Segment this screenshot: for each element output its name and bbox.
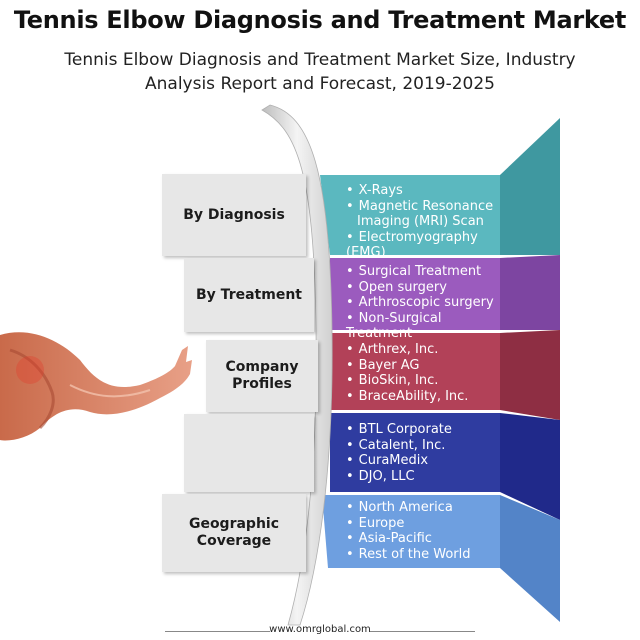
band-side-4 [500,413,560,520]
list-item: Arthrex, Inc. [346,342,496,358]
arm-illustration [0,332,192,441]
segment-label-diagnosis: By Diagnosis [162,174,306,256]
band-side-5 [500,495,560,622]
segment-label-geographic: Geographic Coverage [162,494,306,572]
segment-label-treatment: By Treatment [184,258,314,332]
list-item: Bayer AG [346,358,496,374]
list-item: Magnetic Resonance Imaging (MRI) Scan [346,199,506,230]
treatment-list: Surgical Treatment Open surgery Arthrosc… [346,264,511,342]
segment-label-blank [184,414,314,492]
list-item: CuraMedix [346,453,496,469]
company-list-2: BTL Corporate Catalent, Inc. CuraMedix D… [346,422,496,484]
band-side-3 [500,330,560,420]
list-item: Arthroscopic surgery [346,295,511,311]
diagnosis-list: X-Rays Magnetic Resonance Imaging (MRI) … [346,183,506,261]
curved-pillar [261,104,333,626]
list-item: North America [346,500,496,516]
list-item: Electromyography (EMG) [346,230,506,261]
band-side-2 [500,255,560,330]
list-item: DJO, LLC [346,469,496,485]
list-item: BraceAbility, Inc. [346,389,496,405]
list-item: Open surgery [346,280,511,296]
subtitle-line-2: Analysis Report and Forecast, 2019-2025 [145,74,495,94]
list-item: BTL Corporate [346,422,496,438]
list-item: X-Rays [346,183,506,199]
page-subtitle: Tennis Elbow Diagnosis and Treatment Mar… [40,48,600,96]
list-item: Surgical Treatment [346,264,511,280]
footer-divider-left [165,631,270,632]
list-item: Non-Surgical Treatment [346,311,511,342]
footer-divider-right [370,631,475,632]
company-list-1: Arthrex, Inc. Bayer AG BioSkin, Inc. Bra… [346,342,496,404]
list-item: Europe [346,516,496,532]
band-side-1 [500,118,560,255]
footer-url: www.omrglobal.com [269,624,371,635]
subtitle-line-1: Tennis Elbow Diagnosis and Treatment Mar… [64,50,576,70]
segment-label-company-profiles: Company Profiles [206,340,318,412]
list-item: Rest of the World [346,547,496,563]
page-title: Tennis Elbow Diagnosis and Treatment Mar… [13,6,627,34]
list-item: Asia-Pacific [346,531,496,547]
geographic-list: North America Europe Asia-Pacific Rest o… [346,500,496,562]
list-item: BioSkin, Inc. [346,373,496,389]
list-item: Catalent, Inc. [346,438,496,454]
